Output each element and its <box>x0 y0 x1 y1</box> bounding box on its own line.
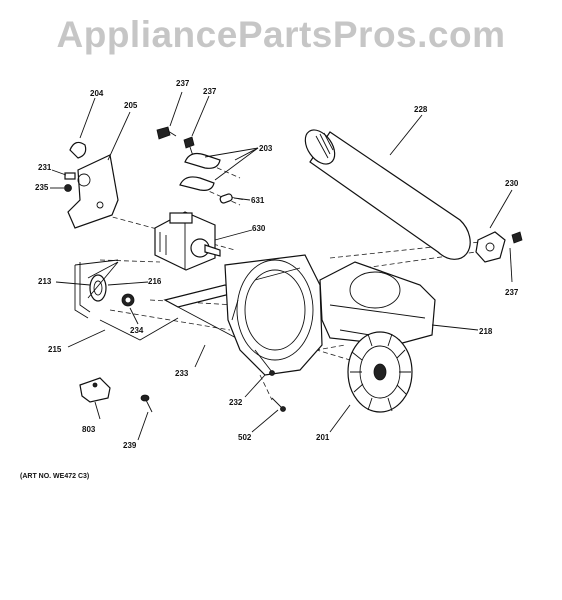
bracket-803 <box>79 377 111 403</box>
callout-239: 239 <box>123 441 137 450</box>
callout-234: 234 <box>130 326 144 335</box>
callout-203: 203 <box>259 144 273 153</box>
callout-232: 232 <box>229 398 243 407</box>
blower-wheel-201 <box>347 331 413 413</box>
callout-630: 630 <box>252 224 266 233</box>
screw-237-upper-right <box>183 136 195 157</box>
art-number: (ART NO. WE472 C3) <box>20 473 90 480</box>
clamps-203 <box>179 152 221 191</box>
clip-204 <box>69 141 87 159</box>
callout-502: 502 <box>238 433 252 442</box>
callout-631: 631 <box>251 196 265 205</box>
screw-237-right <box>511 231 523 244</box>
bracket-plate-205 <box>67 154 119 229</box>
fastener-235 <box>64 184 72 192</box>
callout-235: 235 <box>35 183 49 192</box>
pulley-216 <box>87 261 119 302</box>
callout-213: 213 <box>38 277 52 286</box>
callout-201: 201 <box>316 433 330 442</box>
bracket-213 <box>74 259 119 319</box>
screw-239 <box>140 394 153 413</box>
fastener-231 <box>64 172 76 180</box>
motor-630 <box>154 211 221 271</box>
callout-803: 803 <box>82 425 96 434</box>
washer-234 <box>121 293 135 307</box>
callout-204: 204 <box>90 89 104 98</box>
callout-216: 216 <box>148 277 162 286</box>
callout-labels: 204 205 237 237 203 228 231 235 631 630 … <box>35 79 519 450</box>
callout-205: 205 <box>124 101 138 110</box>
callout-237-upper-left: 237 <box>176 79 190 88</box>
part-631 <box>219 193 233 204</box>
switch-230 <box>475 231 506 263</box>
idler-rod-215 <box>99 317 179 341</box>
callout-228: 228 <box>414 105 428 114</box>
callout-230: 230 <box>505 179 519 188</box>
callout-231: 231 <box>38 163 52 172</box>
watermark: AppliancePartsPros.com <box>56 14 506 55</box>
screw-237-upper-left <box>156 126 177 140</box>
callout-237-upper-right: 237 <box>203 87 217 96</box>
blower-duct-218 <box>319 261 436 346</box>
callout-218: 218 <box>479 327 493 336</box>
leader-lines <box>50 91 513 441</box>
callout-215: 215 <box>48 345 62 354</box>
screw-232 <box>254 349 275 376</box>
blower-housing <box>224 254 323 376</box>
callout-233: 233 <box>175 369 189 378</box>
duct-tube-228 <box>304 129 471 260</box>
callout-237-right: 237 <box>505 288 519 297</box>
screw-502 <box>271 397 286 412</box>
